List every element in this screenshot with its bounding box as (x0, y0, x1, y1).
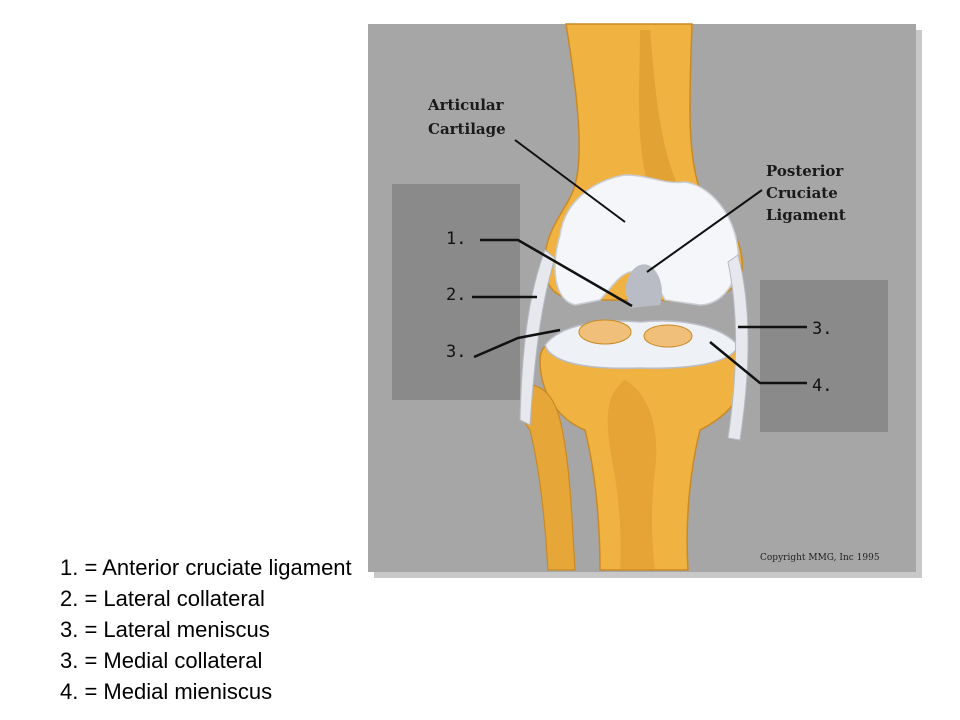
fibula (520, 384, 576, 571)
medial-collateral-shape (727, 254, 749, 441)
callout-leaders (514, 139, 763, 273)
leader-4 (709, 341, 807, 385)
callout-posterior-line-3: Ligament (766, 206, 846, 224)
legend-item-5: 4. = Medial mieniscus (60, 679, 273, 704)
tibial-plateau (544, 320, 739, 370)
legend-item-2: 2. = Lateral collateral (60, 586, 265, 611)
copyright-text: Copyright MMG, Inc 1995 (760, 553, 880, 563)
leader-left-3 (473, 328, 561, 359)
tibia-shadow (607, 380, 657, 570)
marker-right-3: 3. (812, 319, 832, 339)
legend-item-1: 1. = Anterior cruciate ligament (60, 555, 352, 580)
right-marker-box (760, 280, 888, 432)
leader-1 (480, 238, 633, 308)
callout-posterior-line-1: Posterior (766, 162, 844, 180)
callout-posterior-line-2: Cruciate (766, 184, 838, 202)
legend-item-4: 3. = Medial collateral (60, 648, 263, 673)
intercondylar-notch (625, 264, 662, 308)
leader-posterior (646, 189, 763, 273)
marker-left-2: 2. (446, 285, 466, 305)
callout-articular-line-2: Cartilage (428, 120, 506, 138)
articular-cartilage (554, 174, 739, 306)
leader-articular (514, 139, 626, 223)
leader-lines (472, 238, 807, 385)
lateral-collateral-shape (519, 249, 556, 426)
lateral-meniscus-shape (578, 319, 632, 345)
left-marker-box (392, 184, 520, 400)
medial-meniscus-shape (643, 324, 693, 348)
marker-right-4: 4. (812, 376, 832, 396)
legend-item-3: 3. = Lateral meniscus (60, 617, 270, 642)
marker-left-3: 3. (446, 342, 466, 362)
callout-articular-line-1: Articular (427, 96, 505, 114)
marker-left-1: 1. (446, 229, 466, 249)
callout-articular: Articular Cartilage (427, 96, 509, 138)
legend-list: 1. = Anterior cruciate ligament 2. = Lat… (60, 552, 352, 707)
callout-posterior: Posterior Cruciate Ligament (766, 162, 849, 224)
